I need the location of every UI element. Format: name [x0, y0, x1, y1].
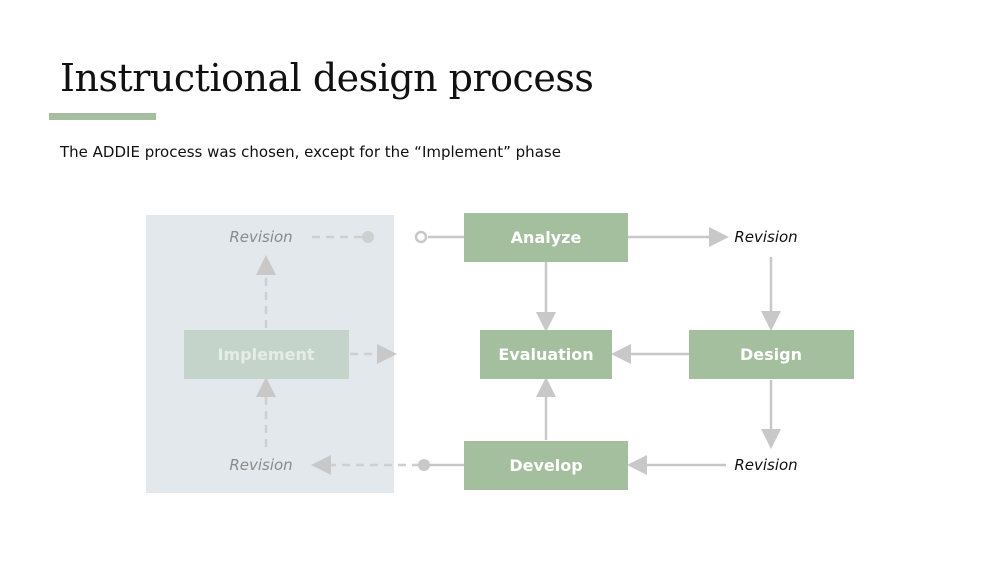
title-underline [49, 113, 156, 120]
node-label: Evaluation [498, 345, 593, 364]
node-design[interactable]: Design [689, 330, 854, 379]
node-label: Develop [509, 456, 582, 475]
revision-top-right: Revision [734, 228, 797, 246]
revision-bottom-left: Revision [229, 456, 292, 474]
node-analyze[interactable]: Analyze [464, 213, 628, 262]
page-title: Instructional design process [60, 56, 594, 100]
node-label: Analyze [511, 228, 582, 247]
node-label: Implement [218, 345, 315, 364]
revision-top-left: Revision [229, 228, 292, 246]
node-implement[interactable]: Implement [184, 330, 349, 379]
subtitle: The ADDIE process was chosen, except for… [60, 143, 561, 161]
node-evaluation[interactable]: Evaluation [480, 330, 612, 379]
node-label: Design [740, 345, 802, 364]
node-develop[interactable]: Develop [464, 441, 628, 490]
revision-bottom-right: Revision [734, 456, 797, 474]
